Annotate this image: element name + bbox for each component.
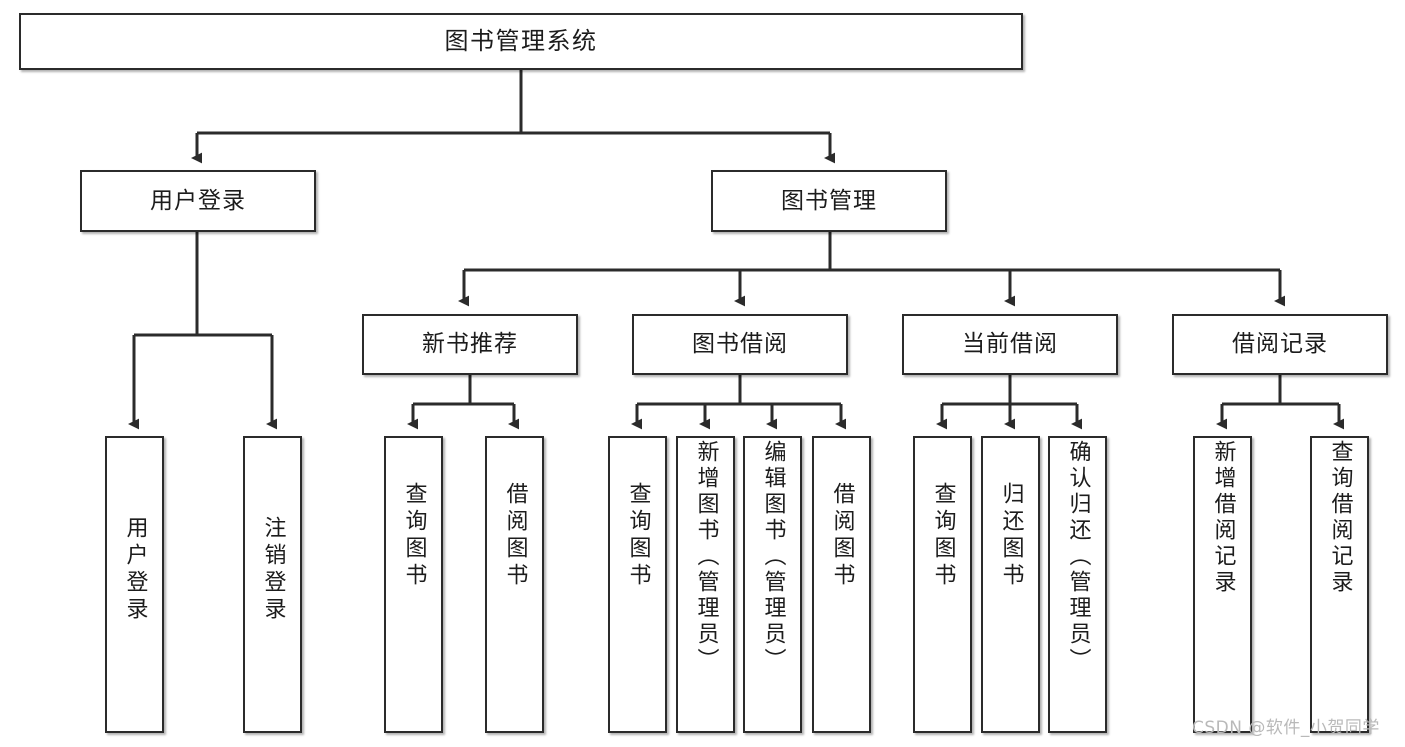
- node-label: 用户登录: [150, 187, 246, 214]
- node-label: 图书管理: [781, 187, 877, 214]
- node-label: 编辑图书（管理员）: [760, 440, 786, 674]
- node-book-management[interactable]: 图书管理: [711, 170, 947, 232]
- node-label: 新增借阅记录: [1210, 440, 1236, 596]
- node-user-login[interactable]: 用户登录: [80, 170, 316, 232]
- leaf-user-login-logout[interactable]: 注销登录: [243, 436, 302, 733]
- node-label: 借阅图书: [829, 482, 855, 590]
- node-book-borrow[interactable]: 图书借阅: [632, 314, 848, 375]
- leaf-borrow-record-add-record[interactable]: 新增借阅记录: [1193, 436, 1252, 733]
- leaf-book-borrow-borrow-book[interactable]: 借阅图书: [812, 436, 871, 733]
- node-label: 查询图书: [625, 482, 651, 590]
- node-borrow-record[interactable]: 借阅记录: [1172, 314, 1388, 375]
- leaf-borrow-record-query-record[interactable]: 查询借阅记录: [1310, 436, 1369, 733]
- leaf-book-borrow-add-book-admin[interactable]: 新增图书（管理员）: [676, 436, 735, 733]
- node-label: 新增图书（管理员）: [693, 440, 719, 674]
- node-label: 当前借阅: [962, 331, 1058, 358]
- leaf-current-borrow-query-book[interactable]: 查询图书: [913, 436, 972, 733]
- node-root-book-management-system[interactable]: 图书管理系统: [19, 13, 1023, 70]
- node-label: 查询借阅记录: [1327, 440, 1353, 596]
- node-label: 查询图书: [401, 482, 427, 590]
- leaf-book-borrow-edit-book-admin[interactable]: 编辑图书（管理员）: [743, 436, 802, 733]
- node-label: 图书管理系统: [444, 26, 598, 55]
- node-label: 借阅记录: [1232, 331, 1328, 358]
- node-label: 归还图书: [998, 482, 1024, 590]
- leaf-current-borrow-confirm-return-admin[interactable]: 确认归还（管理员）: [1048, 436, 1107, 733]
- leaf-user-login-login[interactable]: 用户登录: [105, 436, 164, 733]
- leaf-new-book-borrow-book[interactable]: 借阅图书: [485, 436, 544, 733]
- node-label: 查询图书: [930, 482, 956, 590]
- node-current-borrow[interactable]: 当前借阅: [902, 314, 1118, 375]
- node-label: 用户登录: [122, 516, 148, 624]
- leaf-current-borrow-return-book[interactable]: 归还图书: [981, 436, 1040, 733]
- node-new-book-recommend[interactable]: 新书推荐: [362, 314, 578, 375]
- node-label: 注销登录: [260, 516, 286, 624]
- leaf-book-borrow-query-book[interactable]: 查询图书: [608, 436, 667, 733]
- leaf-new-book-query-book[interactable]: 查询图书: [384, 436, 443, 733]
- node-label: 新书推荐: [422, 331, 518, 358]
- node-label: 借阅图书: [502, 482, 528, 590]
- node-label: 确认归还（管理员）: [1065, 440, 1091, 674]
- csdn-watermark: CSDN @软件_小贺同学: [1192, 718, 1380, 738]
- node-label: 图书借阅: [692, 331, 788, 358]
